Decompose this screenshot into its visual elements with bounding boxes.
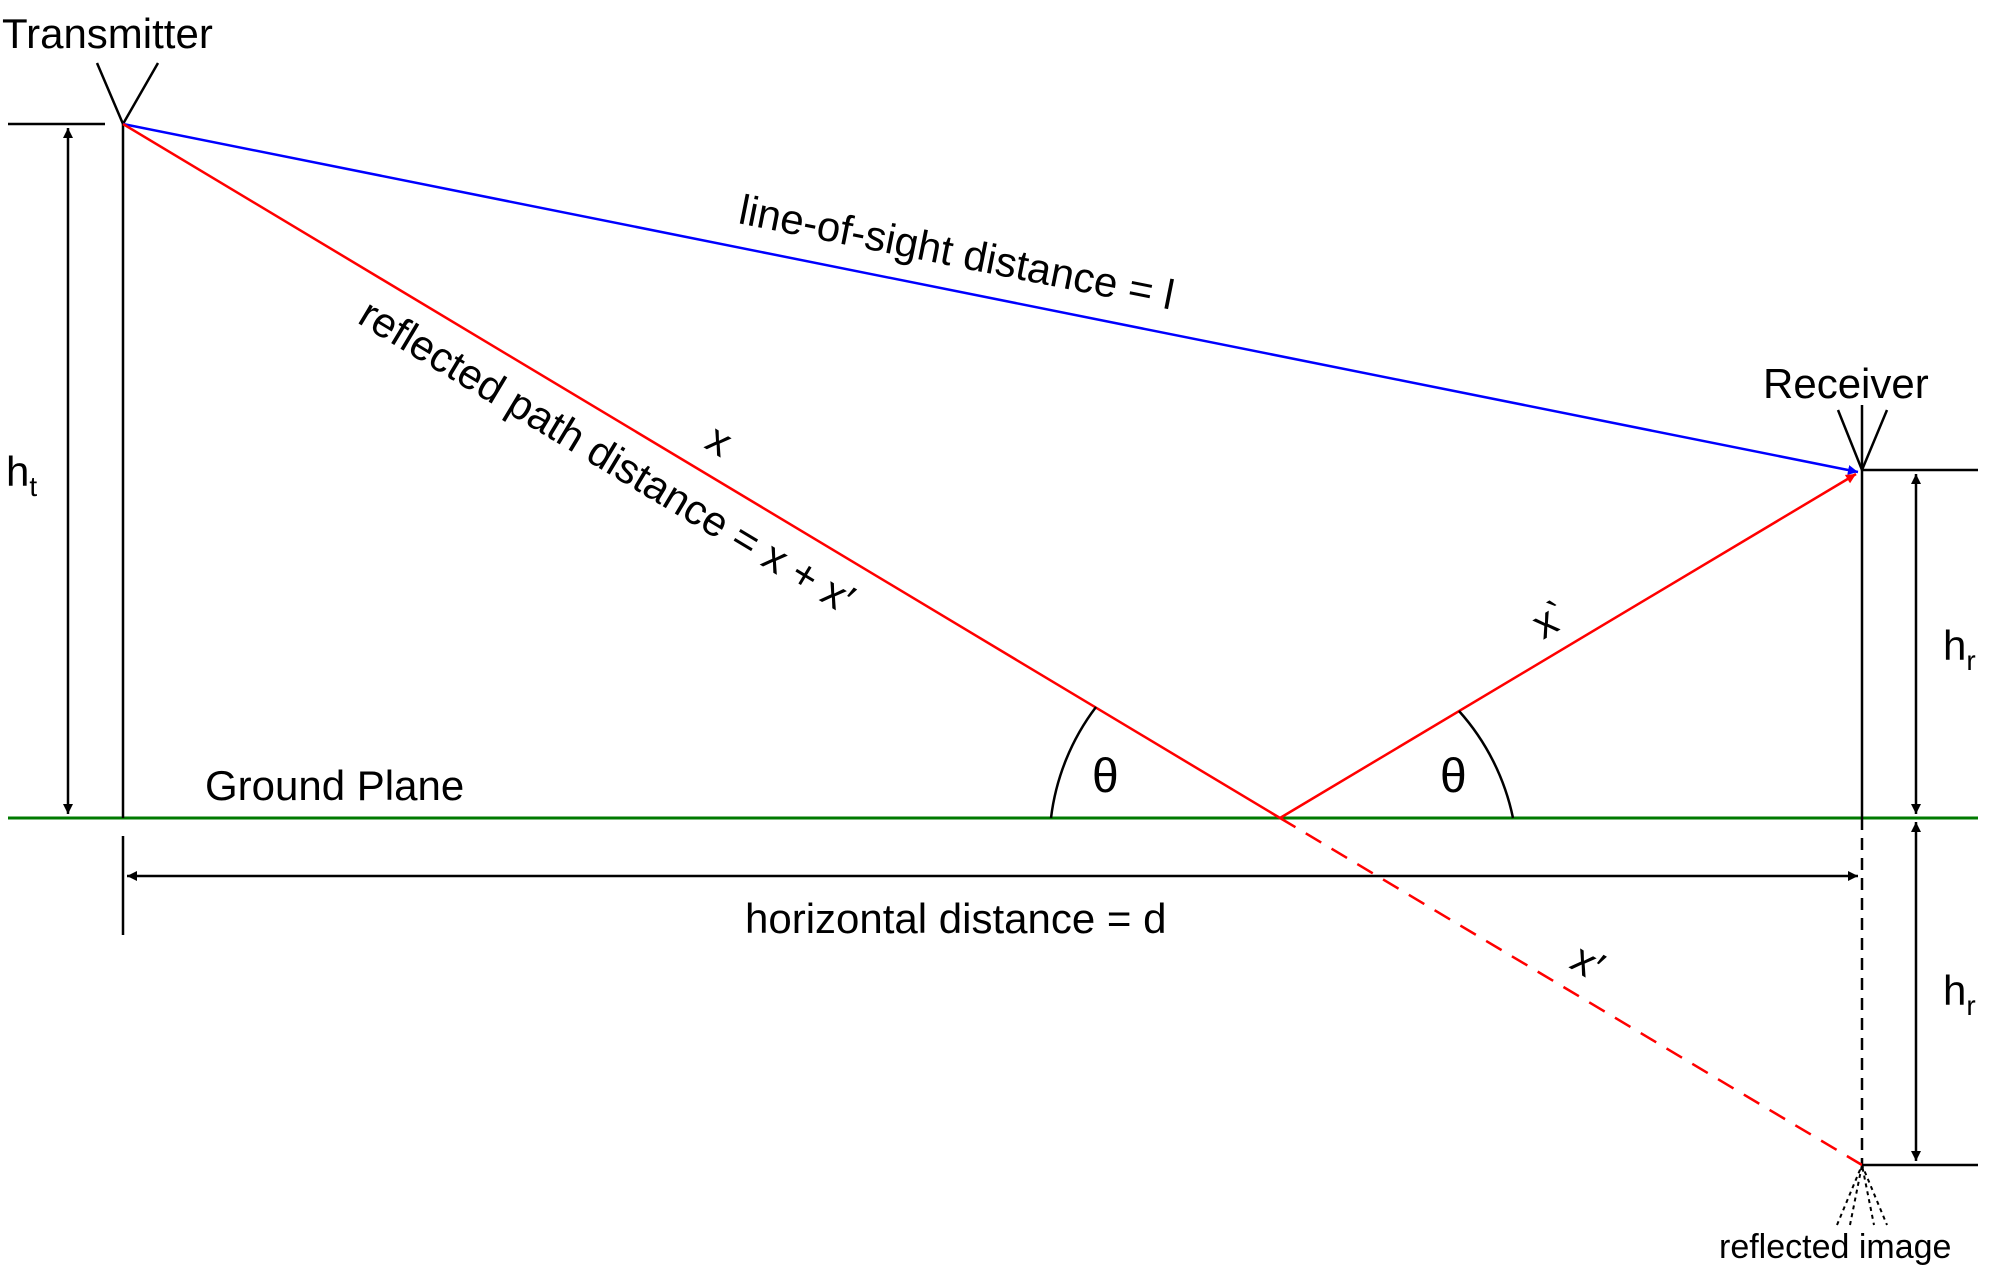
line-of-sight-path: [122, 122, 1859, 475]
transmitter-label: Transmitter: [2, 10, 213, 57]
incidence-angle-arc: [1049, 706, 1097, 819]
theta-incidence-label: θ: [1092, 750, 1119, 803]
x-prime-lower-label: x′: [1563, 934, 1612, 989]
hr-upper-label: hr: [1943, 622, 1976, 676]
reflected-image-label: reflected image: [1719, 1228, 1951, 1266]
x-label: x: [698, 414, 740, 465]
reflected-path-label: reflected path distance = x + x′: [351, 289, 862, 622]
reflected-ray: [1279, 472, 1857, 820]
ht-label: ht: [6, 448, 37, 502]
transmitter-antenna-icon: [95, 62, 160, 127]
ground-plane-label: Ground Plane: [205, 762, 464, 809]
theta-reflection-label: θ: [1440, 750, 1467, 803]
receiver-label: Receiver: [1763, 360, 1929, 407]
reflection-angle-arc: [1458, 710, 1515, 819]
reflected-image-antenna-icon: [1836, 1162, 1888, 1226]
horizontal-distance-label: horizontal distance = d: [745, 895, 1166, 942]
hr-lower-label: hr: [1943, 967, 1976, 1021]
reflected-ray-extension: [1279, 816, 1863, 1167]
x-prime-upper-label: x‵: [1523, 592, 1573, 648]
incident-ray: [122, 122, 1281, 820]
los-distance-label: line-of-sight distance = l: [735, 186, 1178, 319]
